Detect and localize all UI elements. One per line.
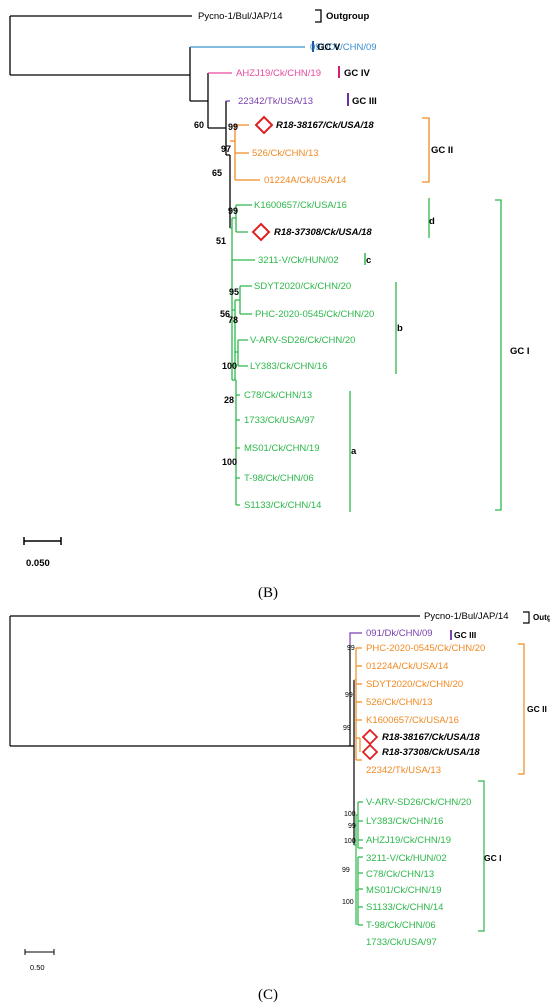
taxon-label: 3211-V/Ck/HUN/02 [366,853,447,864]
bootstrap-value: 100 [344,838,356,845]
taxon-label: Pycno-1/Bul/JAP/14 [198,11,283,22]
taxon-label: MS01/Ck/CHN/19 [244,443,320,454]
taxon-label: MS01/Ck/CHN/19 [366,885,442,896]
bootstrap-value: 56 [220,309,230,319]
taxon-label: AHZJ19/Ck/CHN/19 [236,68,321,79]
taxon-label: K1600657/Ck/USA/16 [366,715,459,726]
scale-bar-label: 0.050 [26,558,50,569]
taxon-label: C78/Ck/CHN/13 [366,869,434,880]
group-label-gc5: GC V [317,42,341,53]
group-label-gc3: GC III [454,630,476,640]
taxon-label: R18-37308/Ck/USA/18 [274,227,372,238]
group-label-gc1: GC I [510,346,530,357]
sample-marker-icon [254,115,274,135]
group-label-gc2: GC II [527,704,547,714]
taxon-label: C78/Ck/CHN/13 [244,390,312,401]
taxon-label: T-98/Ck/CHN/06 [366,920,436,931]
bootstrap-value: 60 [194,120,204,130]
taxon-label: R18-37308/Ck/USA/18 [382,747,480,758]
sample-marker-icon [361,743,379,761]
taxon-label: PHC-2020-0545/Ck/CHN/20 [366,643,485,654]
taxon-label: K1600657/Ck/USA/16 [254,200,347,211]
panel-label-c: (C) [258,987,278,1003]
bootstrap-value: 99 [228,122,238,132]
group-label-outgroup: Outgroup [326,11,369,22]
bootstrap-value: 28 [224,395,234,405]
bootstrap-value: 51 [216,236,226,246]
bootstrap-value: 78 [228,315,238,325]
taxon-label: 22342/Tk/USA/13 [366,765,441,776]
panel-b-tree: Pycno-1/Bul/JAP/14 091/Dk/CHN/09 AHZJ19/… [9,9,530,601]
bootstrap-value: 100 [222,457,237,467]
taxon-label: S1133/Ck/CHN/14 [244,500,321,511]
bootstrap-value: 99 [347,645,355,652]
bootstrap-value: 99 [342,867,350,874]
taxon-label: 01224A/Ck/USA/14 [264,175,346,186]
taxon-label: PHC-2020-0545/Ck/CHN/20 [255,309,374,320]
group-label-gc3: GC III [352,96,377,107]
taxon-label: LY383/Ck/CHN/16 [250,361,327,372]
taxon-label: V-ARV-SD26/Ck/CHN/20 [250,335,355,346]
taxon-label: SDYT2020/Ck/CHN/20 [366,679,463,690]
bootstrap-value: 100 [222,361,237,371]
panel-label-b: (B) [258,585,278,601]
taxon-label: 091/Dk/CHN/09 [310,42,377,53]
scale-bar-label: 0.50 [30,963,45,972]
bootstrap-value: 97 [221,144,231,154]
taxon-label: T-98/Ck/CHN/06 [244,473,314,484]
bootstrap-value: 100 [344,811,356,818]
sample-marker-icon [251,222,271,242]
bootstrap-value: 99 [345,692,353,699]
subgroup-label-b: b [397,323,403,334]
taxon-label: 091/Dk/CHN/09 [366,628,433,639]
taxon-label: R18-38167/Ck/USA/18 [276,120,374,131]
group-label-gc4: GC IV [344,68,371,79]
group-label-gc2: GC II [431,145,453,156]
bootstrap-value: 100 [342,899,354,906]
subgroup-label-c: c [366,255,371,266]
taxon-label: 01224A/Ck/USA/14 [366,661,448,672]
bootstrap-value: 99 [348,823,356,830]
group-label-gc1: GC I [484,853,501,863]
taxon-label: 22342/Tk/USA/13 [238,96,313,107]
subgroup-label-d: d [429,216,435,227]
group-label-outgroup: Outgroup [533,613,550,622]
bootstrap-value: 99 [343,725,351,732]
taxon-label: S1133/Ck/CHN/14 [366,902,443,913]
sample-marker-icon [361,728,379,746]
taxon-label: V-ARV-SD26/Ck/CHN/20 [366,797,471,808]
bootstrap-value: 99 [228,206,238,216]
taxon-label: SDYT2020/Ck/CHN/20 [254,281,351,292]
panel-c-tree: Pycno-1/Bul/JAP/14 091/Dk/CHN/09 PHC-202… [9,611,550,1003]
taxon-label: 1733/Ck/USA/97 [244,415,315,426]
bootstrap-value: 65 [212,168,222,178]
taxon-label: Pycno-1/Bul/JAP/14 [424,611,509,622]
taxon-label: 526/Ck/CHN/13 [366,697,433,708]
taxon-label: 1733/Ck/USA/97 [366,937,437,948]
subgroup-label-a: a [351,446,357,457]
taxon-label: LY383/Ck/CHN/16 [366,816,443,827]
bootstrap-value: 95 [229,287,239,297]
taxon-label: AHZJ19/Ck/CHN/19 [366,835,451,846]
taxon-label: R18-38167/Ck/USA/18 [382,732,480,743]
taxon-label: 3211-V/Ck/HUN/02 [258,255,339,266]
taxon-label: 526/Ck/CHN/13 [252,148,319,159]
